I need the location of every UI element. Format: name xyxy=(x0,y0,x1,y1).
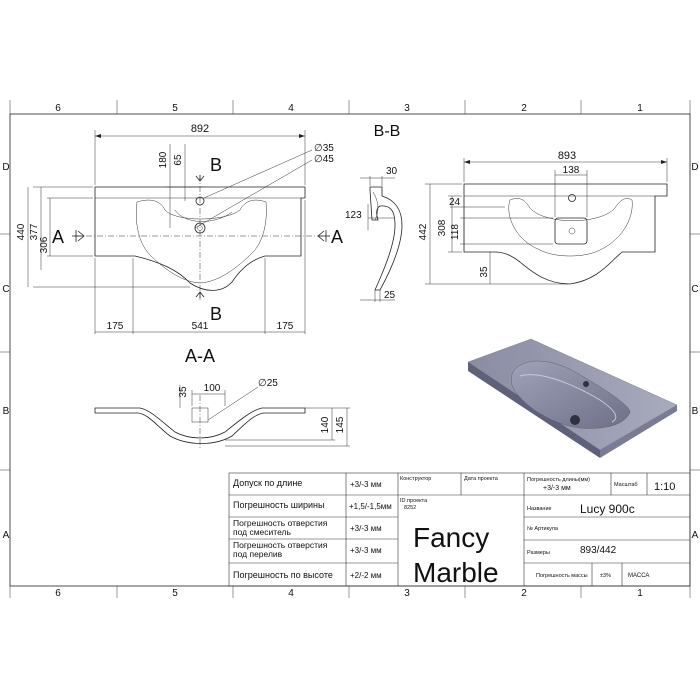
brand-marble: Marble xyxy=(413,557,499,588)
dim-30: 30 xyxy=(386,166,398,177)
dim-123: 123 xyxy=(345,210,362,221)
mass-tol-label: Погрешность массы xyxy=(536,573,588,579)
dim-35-right: 35 xyxy=(479,266,490,278)
col-label-5-bottom: 5 xyxy=(172,588,178,599)
dim-180: 180 xyxy=(158,151,169,168)
dim-308: 308 xyxy=(437,219,448,236)
drain-hole-3d-icon xyxy=(570,415,580,425)
length-tol-value: +3/-3 мм xyxy=(543,485,571,492)
drain-hole-icon-right xyxy=(568,227,576,235)
row-label-d-right: D xyxy=(691,162,698,173)
hole-45-label: ∅45 xyxy=(314,154,334,165)
mass-label: МАССА xyxy=(628,573,649,579)
grid-ticks xyxy=(0,100,700,598)
project-id-label: ID проекта xyxy=(400,498,428,504)
length-tol-label: Погрешность длины(мм) xyxy=(527,477,590,483)
col-label-2: 2 xyxy=(521,103,527,114)
tol-label-height: Погрешность по высоте xyxy=(233,570,333,580)
dim-25-bb: 25 xyxy=(384,290,396,301)
dim-893: 893 xyxy=(558,150,576,162)
col-label-1-bottom: 1 xyxy=(637,588,643,599)
tol-value-mixer: +3/-3 мм xyxy=(350,524,382,533)
brand-fancy: Fancy xyxy=(413,522,489,553)
section-b-label-bottom: B xyxy=(210,304,222,324)
tol-label-overflow-1: Погрешность отверстия xyxy=(233,540,328,550)
row-label-b: B xyxy=(3,406,10,417)
dim-145: 145 xyxy=(335,416,346,433)
col-label-1: 1 xyxy=(637,103,643,114)
dim-175-right: 175 xyxy=(277,321,294,332)
dim-138: 138 xyxy=(563,165,580,176)
row-label-c: C xyxy=(2,284,9,295)
dim-100: 100 xyxy=(204,383,221,394)
col-label-6: 6 xyxy=(55,103,61,114)
name-label: Название xyxy=(527,506,552,512)
col-label-3: 3 xyxy=(404,103,410,114)
row-label-a-right: A xyxy=(692,530,699,541)
designer-label: Конструктор xyxy=(400,476,431,482)
tol-label-overflow-2: под перелив xyxy=(233,549,283,559)
row-label-b-right: B xyxy=(692,406,699,417)
dim-306: 306 xyxy=(39,236,50,253)
dim-width-892: 892 xyxy=(191,123,209,135)
col-label-4: 4 xyxy=(288,103,294,114)
dim-175-left: 175 xyxy=(107,321,124,332)
dim-65: 65 xyxy=(173,154,184,166)
section-aa-title: A-A xyxy=(185,346,215,366)
col-label-6-bottom: 6 xyxy=(55,588,61,599)
tol-value-overflow: +3/-3 мм xyxy=(350,546,382,555)
tap-hole-3d-icon xyxy=(583,381,589,387)
section-a-label-right: A xyxy=(331,227,343,247)
col-label-4-bottom: 4 xyxy=(288,588,294,599)
title-block: Допуск по длине +3/-3 мм Погрешность шир… xyxy=(228,472,691,588)
row-label-d: D xyxy=(2,162,9,173)
section-a-label-left: A xyxy=(52,227,64,247)
section-bb-title: B-B xyxy=(374,123,401,140)
date-label: Дата проекта xyxy=(464,476,499,482)
col-label-2-bottom: 2 xyxy=(521,588,527,599)
name-value: Lucy 900c xyxy=(580,502,635,516)
col-label-5: 5 xyxy=(172,103,178,114)
tol-value-width: +1,5/-1,5мм xyxy=(349,502,392,511)
tol-value-length: +3/-3 мм xyxy=(350,480,382,489)
tol-label-width: Погрешность ширины xyxy=(233,500,325,510)
right-top-view: 893 138 442 308 118 24 35 xyxy=(418,150,668,285)
mass-tol-value: ±3% xyxy=(600,573,611,579)
dim-442: 442 xyxy=(418,223,429,240)
scale-value: 1:10 xyxy=(654,481,675,493)
tap-hole-icon-right xyxy=(568,194,576,202)
tol-value-height: +2/-2 мм xyxy=(350,571,382,580)
scale-label: Масштаб xyxy=(614,482,638,488)
col-label-3-bottom: 3 xyxy=(404,588,410,599)
section-b-label-top: B xyxy=(210,155,222,175)
project-id-value: 8252 xyxy=(404,505,416,511)
dim-25-aa: ∅25 xyxy=(258,378,278,389)
dim-140: 140 xyxy=(320,416,331,433)
row-label-a: A xyxy=(3,530,10,541)
article-label: № Артикула xyxy=(527,526,559,532)
sink-3d-render xyxy=(467,338,678,458)
top-view: B B A A 892 180 65 ∅35 ∅45 440 377 xyxy=(16,123,343,334)
tol-label-length: Допуск по длине xyxy=(233,478,302,488)
dim-541: 541 xyxy=(192,321,209,332)
row-label-c-right: C xyxy=(691,284,698,295)
tol-label-mixer-1: Погрешность отверстия xyxy=(233,518,328,528)
dim-118: 118 xyxy=(450,224,461,240)
size-value: 893/442 xyxy=(580,545,617,556)
section-bb-view: B-B 30 123 25 xyxy=(345,123,403,302)
dim-440: 440 xyxy=(16,223,27,240)
section-aa-view: A-A 35 100 ∅25 140 145 xyxy=(94,346,350,448)
hole-35-label: ∅35 xyxy=(314,143,334,154)
dim-24: 24 xyxy=(449,197,461,208)
size-label: Размеры xyxy=(527,550,550,556)
dim-35-aa: 35 xyxy=(178,386,189,398)
tol-label-mixer-2: под смеситель xyxy=(233,527,291,537)
dim-377: 377 xyxy=(29,223,40,240)
